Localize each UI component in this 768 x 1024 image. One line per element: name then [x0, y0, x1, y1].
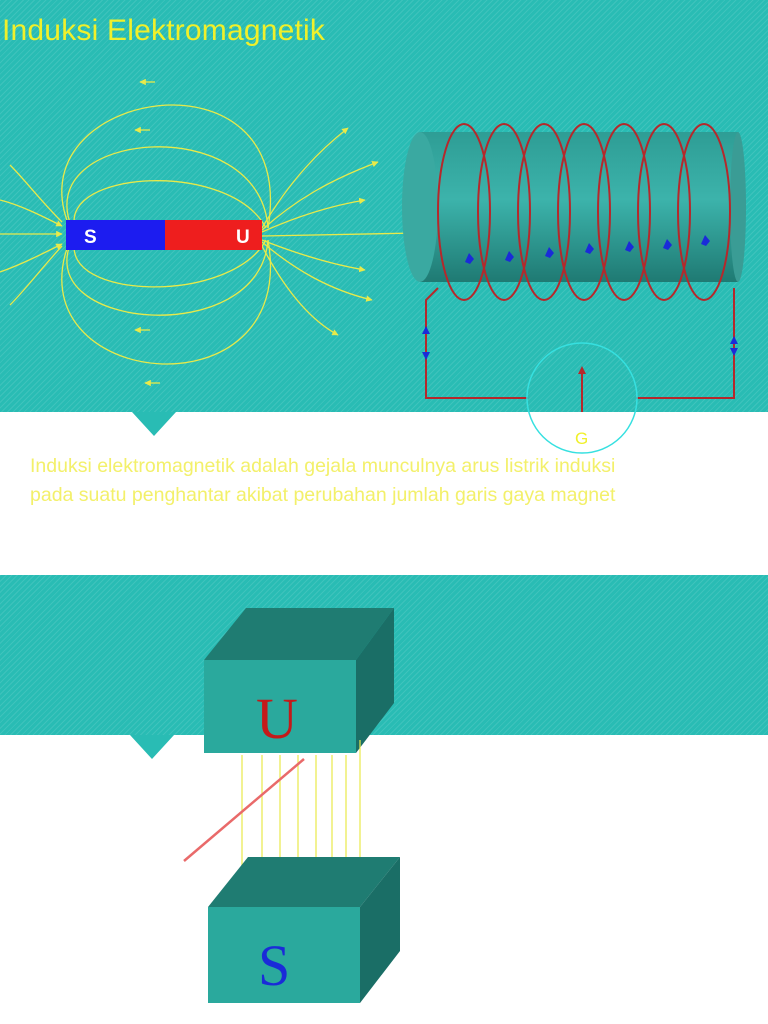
circuit-current-arrows [422, 326, 738, 360]
current-arrows [465, 235, 710, 264]
magnet-block-north: U [204, 608, 394, 753]
field-lines [0, 78, 419, 387]
slide-2-pointer [130, 735, 174, 759]
conductor-wire [183, 758, 305, 862]
galvanometer: G [526, 342, 638, 454]
induction-diagram: S U [0, 78, 746, 454]
definition-text: Induksi elektromagnetik adalah gejala mu… [30, 455, 616, 506]
magnet-south-label: S [84, 227, 97, 248]
solenoid-coil [402, 123, 746, 301]
slide-title: Induksi Elektromagnetik [2, 14, 326, 47]
slide-induction-definition: Induksi Elektromagnetik [0, 0, 768, 506]
magnet-block-south: S [208, 857, 400, 1003]
south-block-label: S [258, 933, 290, 998]
magnet-north-pole [165, 220, 262, 250]
bar-magnet: S U [66, 220, 262, 250]
slide-magnet-blocks: U S [0, 575, 768, 1024]
magnet-south-pole [66, 220, 165, 250]
magnet-blocks-diagram: U S [183, 608, 400, 1003]
circuit-wire [425, 287, 735, 399]
slide-1-pointer [132, 412, 176, 436]
galvanometer-label: G [575, 429, 588, 448]
north-block-label: U [256, 686, 298, 751]
magnet-north-label: U [236, 227, 250, 248]
